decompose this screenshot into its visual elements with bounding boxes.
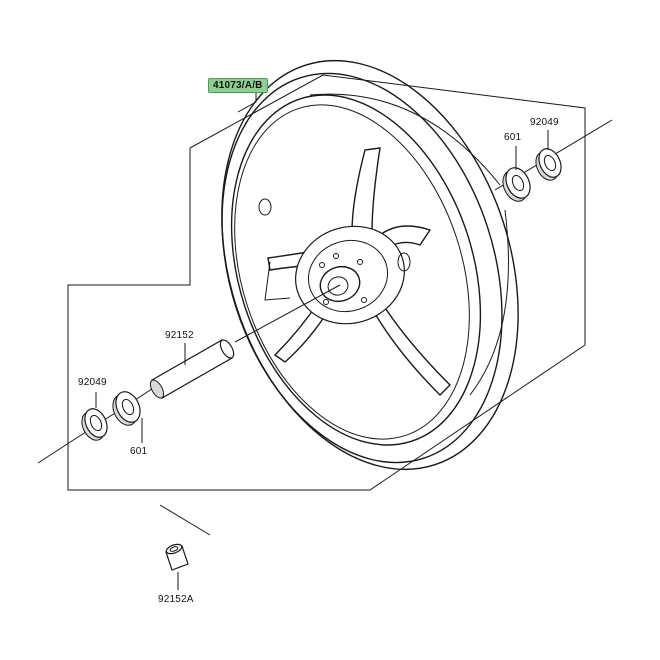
seal-left xyxy=(81,408,108,441)
bearing-left xyxy=(112,391,141,426)
leader-wheel xyxy=(237,92,257,113)
bearing-right xyxy=(502,167,531,202)
label-seal-right: 92049 xyxy=(530,117,559,128)
axis-collar xyxy=(159,504,211,536)
label-bearing-right: 601 xyxy=(504,132,522,143)
label-spacer: 92152 xyxy=(165,330,194,341)
spacer xyxy=(149,339,235,399)
collar xyxy=(165,543,189,571)
label-collar: 92152A xyxy=(158,594,194,605)
seal-right xyxy=(535,148,562,181)
axis-center xyxy=(234,284,341,343)
label-seal-left: 92049 xyxy=(78,377,107,388)
front-wheel xyxy=(221,59,519,471)
label-wheel[interactable]: 41073/A/B xyxy=(208,78,268,93)
assembly-frame xyxy=(67,74,586,491)
label-bearing-left: 601 xyxy=(130,446,148,457)
